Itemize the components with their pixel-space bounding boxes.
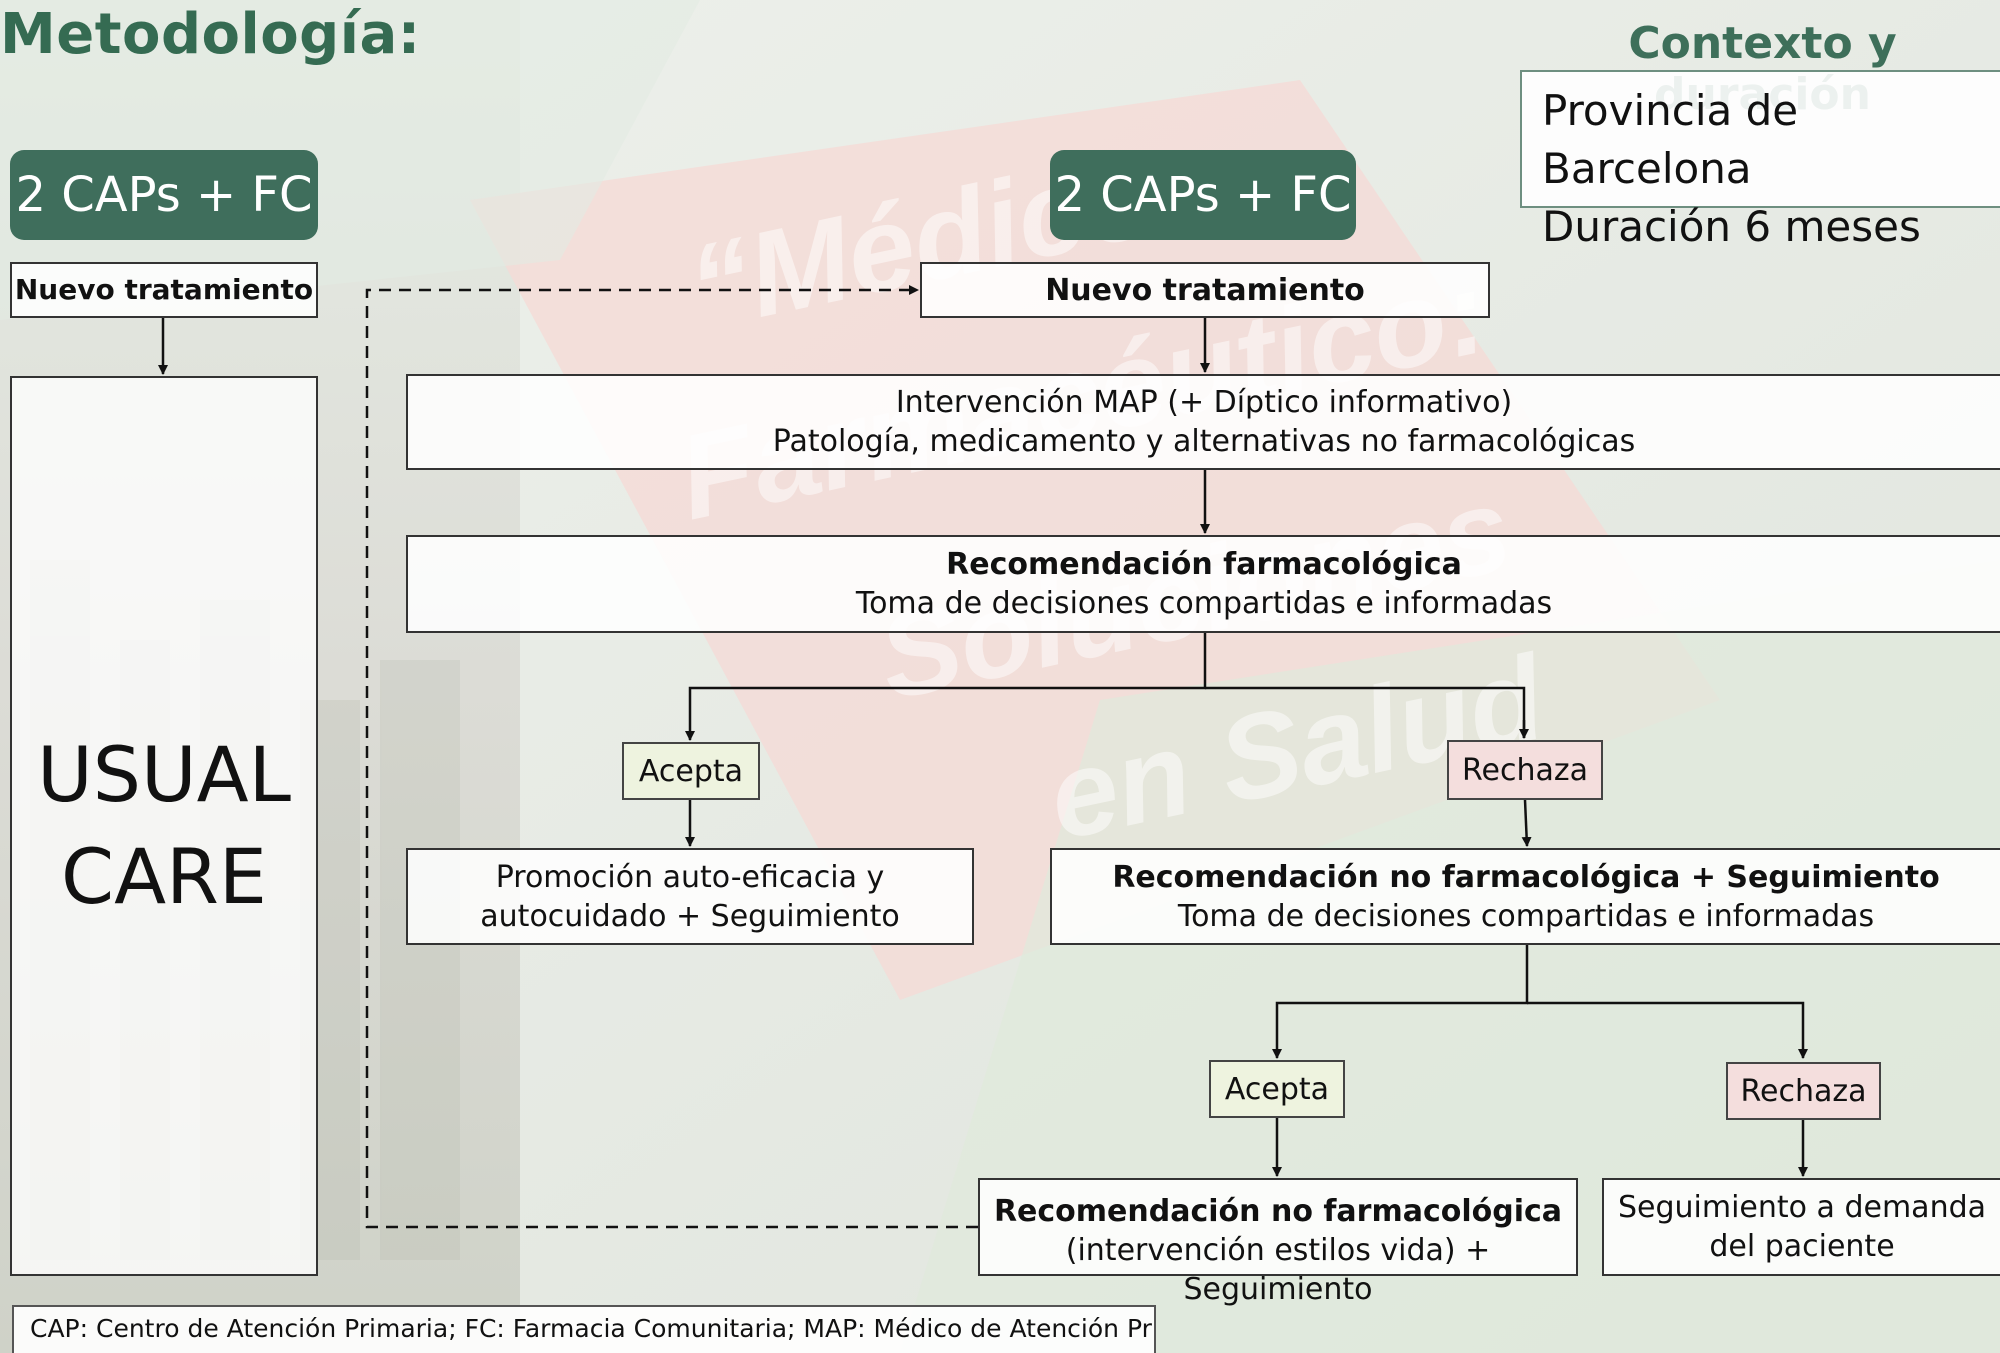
self-care-line1: Promoción auto-eficacia y [495,859,885,895]
nonpharm-recommendation-box: Recomendación no farmacológica + Seguimi… [1050,848,2000,945]
control-new-treatment: Nuevo tratamiento [10,262,318,318]
split-nonpharm-right [1527,1001,1808,1059]
map-intervention-box: Intervención MAP (+ Díptico informativo)… [406,374,2000,470]
arrow-reject1-to-nonpharm [1521,799,1532,847]
on-demand-line2: del paciente [1709,1229,1895,1264]
split-pharm-rec [685,633,1207,741]
usual-care-line2: CARE [61,832,267,921]
page-title: Metodología: [0,2,421,67]
nonpharm-recommendation-subtitle: Toma de decisiones compartidas e informa… [1177,898,1875,934]
on-demand-followup-box: Seguimiento a demanda del paciente [1602,1178,2000,1276]
nonpharm-lifestyle-line3: Seguimiento [1183,1272,1373,1307]
pharm-recommendation-box: Recomendación farmacológica Toma de deci… [406,535,2000,633]
self-care-line2: autocuidado + Seguimiento [480,898,900,934]
context-duration: Duración 6 meses [1542,202,1921,251]
reject-badge-2: Rechaza [1726,1062,1881,1120]
dashed-loop-back [365,285,978,1229]
nonpharm-recommendation-title: Recomendación no farmacológica + Seguimi… [1112,859,1940,895]
intervention-new-treatment: Nuevo tratamiento [920,262,1490,318]
abbreviations-footnote: CAP: Centro de Atención Primaria; FC: Fa… [12,1305,1156,1353]
on-demand-line1: Seguimiento a demanda [1617,1190,1987,1225]
self-care-promotion-box: Promoción auto-eficacia y autocuidado + … [406,848,974,945]
pharm-recommendation-title: Recomendación farmacológica [946,547,1462,582]
nonpharm-lifestyle-box: Recomendación no farmacológica (interven… [978,1178,1578,1307]
map-intervention-line1: Intervención MAP (+ Díptico informativo) [895,385,1513,420]
map-intervention-line2: Patología, medicamento y alternativas no… [772,424,1636,459]
accept-badge-2: Acepta [1209,1060,1345,1118]
nonpharm-lifestyle-line2: (intervención estilos vida) + [1065,1233,1491,1268]
context-box: Provincia de Barcelona Duración 6 meses [1520,70,2000,251]
usual-care-box: USUAL CARE [10,376,318,1276]
reject-badge-1: Rechaza [1447,740,1603,800]
accept-badge-1: Acepta [622,742,760,800]
split-pharm-rec-right [1205,686,1526,738]
pharm-recommendation-subtitle: Toma de decisiones compartidas e informa… [855,586,1553,621]
nonpharm-lifestyle-title: Recomendación no farmacológica [993,1194,1563,1229]
control-group-header: 2 CAPs + FC [10,150,318,240]
intervention-group-header: 2 CAPs + FC [1050,150,1356,240]
context-location: Provincia de Barcelona [1542,86,1799,193]
usual-care-line1: USUAL [37,730,291,819]
split-nonpharm [1272,945,1529,1059]
